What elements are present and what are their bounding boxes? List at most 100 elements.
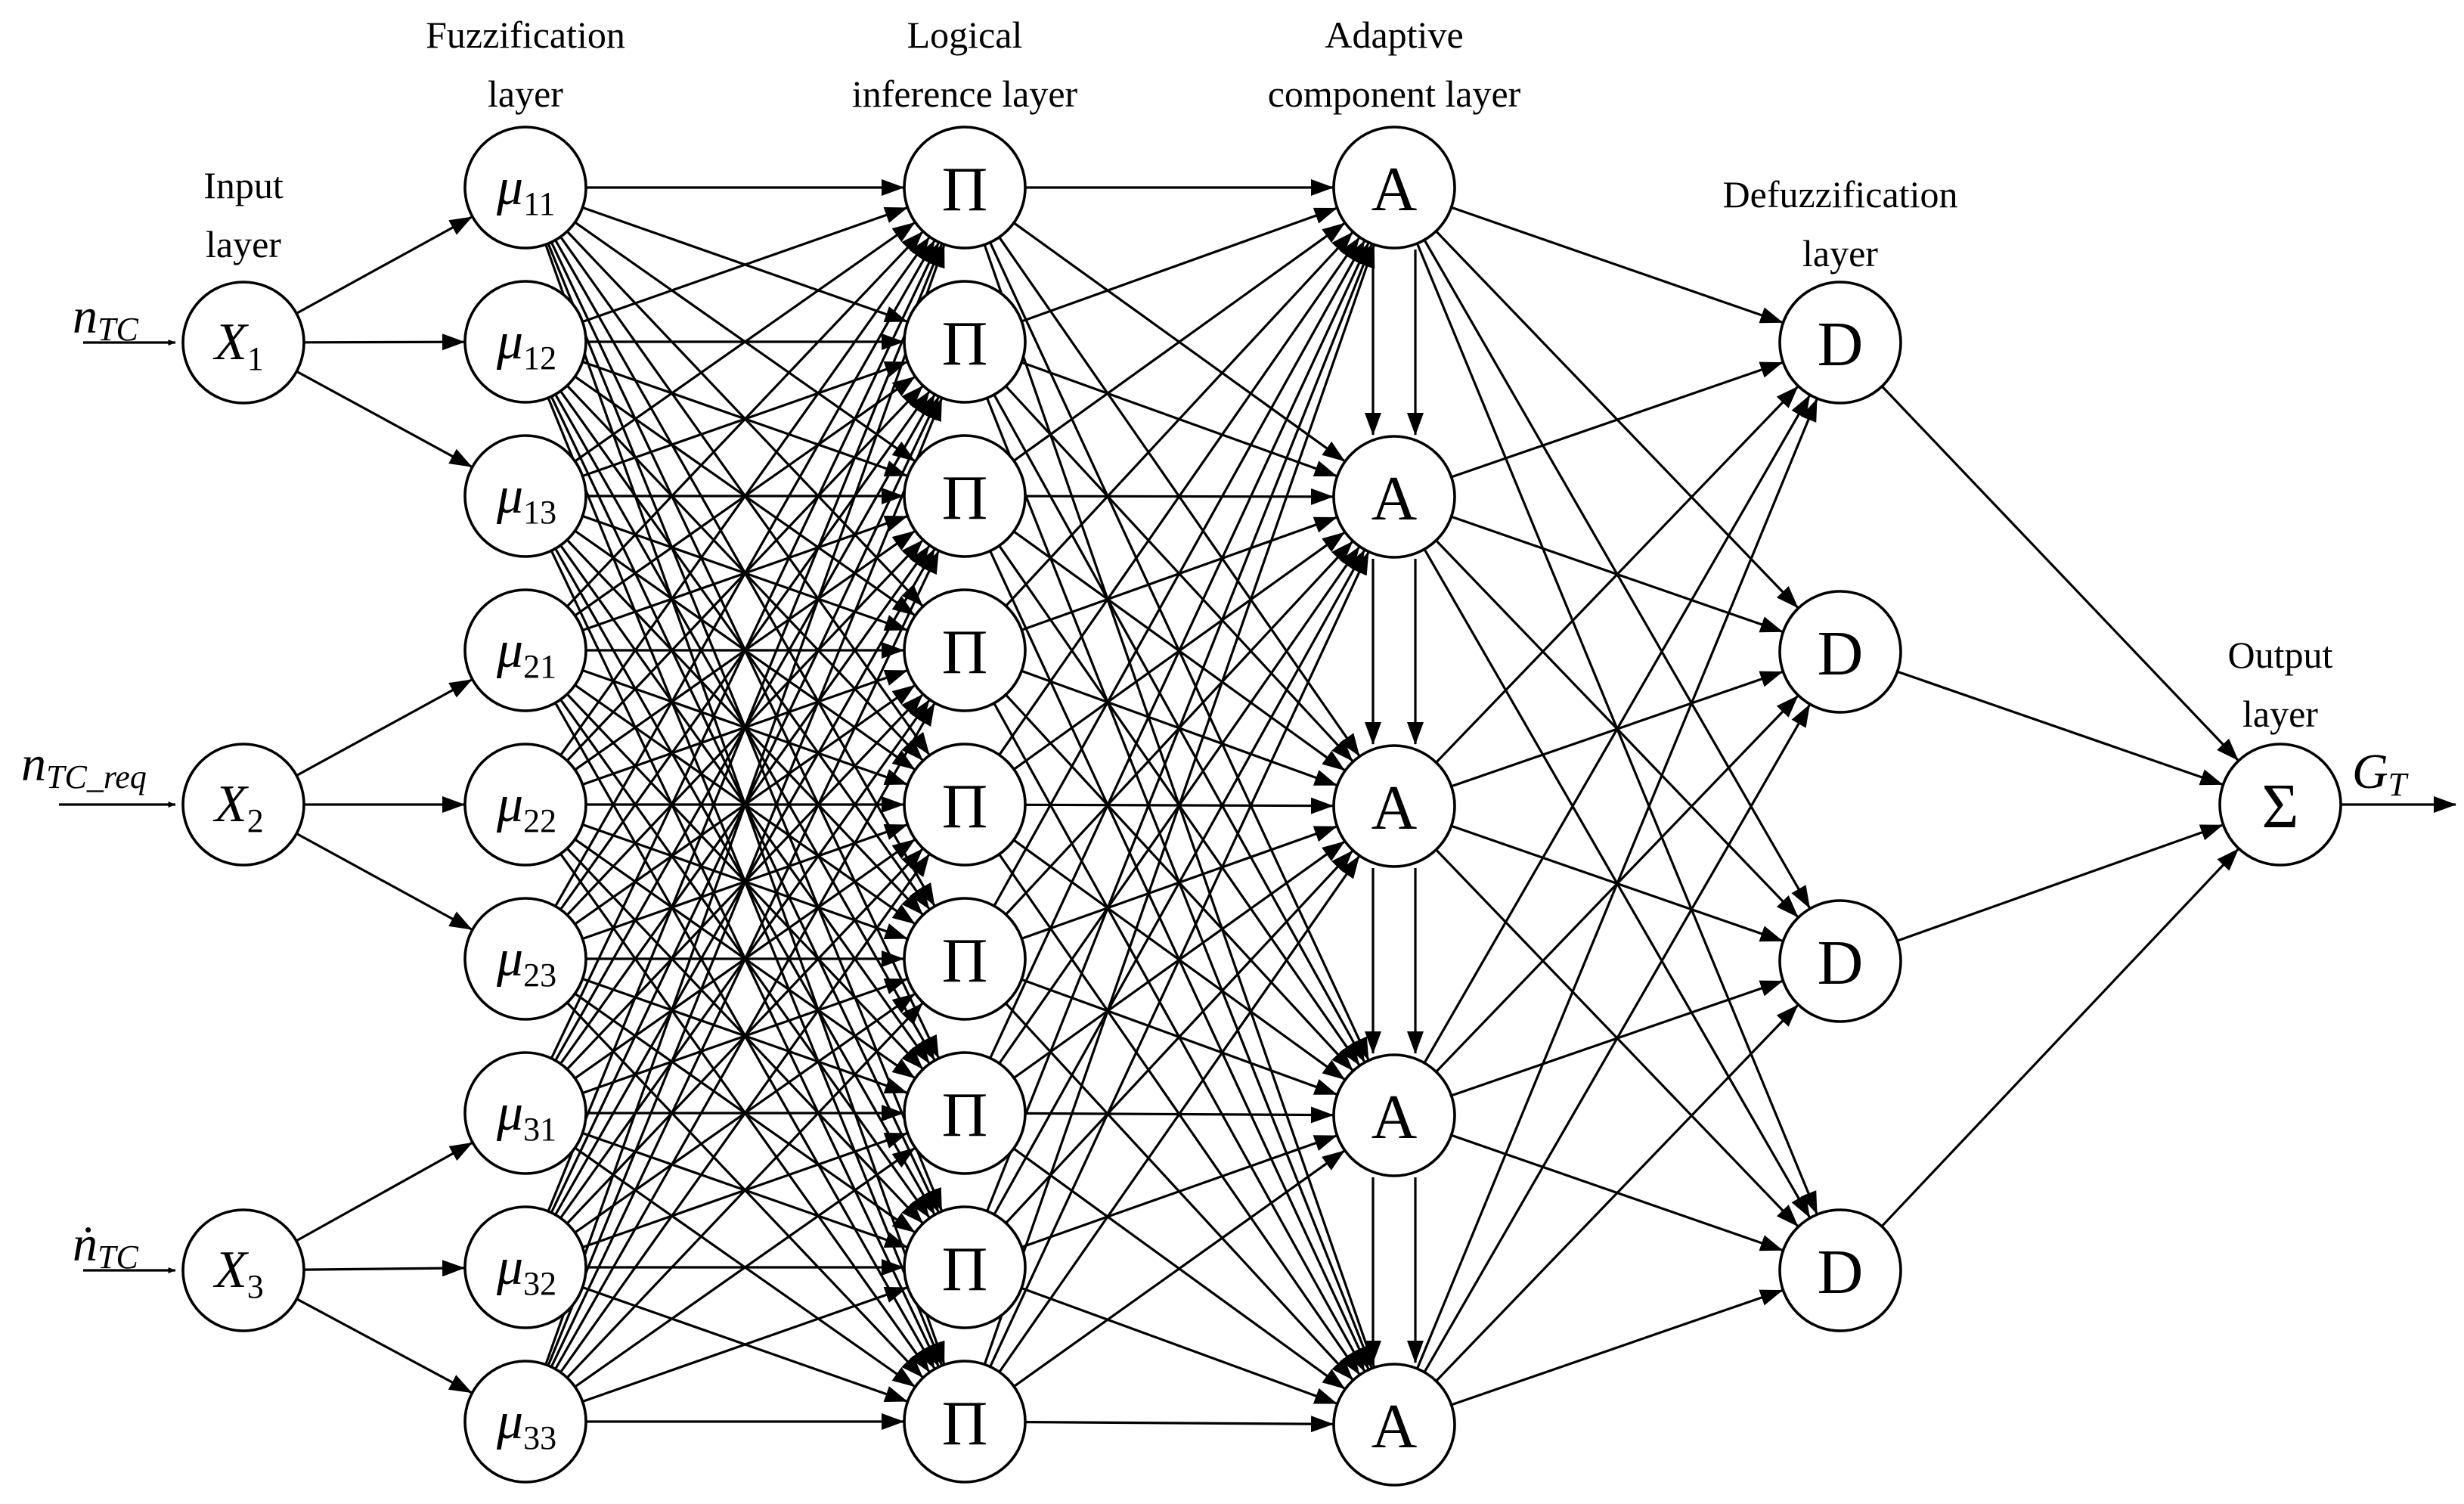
input-node: X3 (181, 1208, 305, 1332)
edge-defuzz-to-output (1897, 670, 2224, 786)
defuzzification-node: D (1778, 899, 1902, 1023)
edge-adapt-to-defuzz (1451, 1288, 1784, 1406)
node-circle (903, 897, 1027, 1021)
node-label: μ32 (496, 1238, 556, 1302)
edge-fuzz-to-infer (574, 222, 916, 463)
node-circle (1332, 1053, 1456, 1177)
edge-adapt-to-defuzz (1451, 361, 1784, 479)
edge-infer-to-adapt (993, 240, 1365, 907)
node-label: Π (942, 926, 988, 996)
edge-input-to-fuzz (296, 1142, 473, 1242)
node-circle (903, 1051, 1027, 1175)
fuzzification-node: μ33 (463, 1360, 587, 1484)
fuzzification-layer-title-line2: layer (488, 73, 563, 115)
node-circle (463, 280, 587, 404)
node-label: Π (942, 309, 988, 379)
input-signal-3: ṅTC (73, 1217, 138, 1276)
node-label: A (1371, 154, 1418, 225)
input-signal-1: nTC (73, 289, 138, 348)
edge-infer-to-adapt (989, 551, 1370, 1368)
node-circle (903, 434, 1027, 558)
edge-input-to-fuzz (296, 370, 473, 468)
layer-titles: Input layer Fuzzification layer Logical … (203, 14, 2332, 735)
node-circle (1778, 1208, 1902, 1332)
output-layer-title-line2: layer (2242, 693, 2318, 735)
node-label: μ23 (496, 929, 556, 994)
edge-fuzz-to-infer (550, 242, 940, 1059)
edge-fuzz-to-infer (559, 237, 931, 756)
nodes-group: X1X2X3μ11μ12μ13μ21μ22μ23μ31μ32μ33ΠΠΠΠΠΠΠ… (181, 126, 2342, 1487)
input-layer-title-line2: layer (206, 223, 281, 265)
fuzzification-node: μ13 (463, 434, 587, 558)
edge-input-to-fuzz (303, 333, 465, 351)
node-label: X1 (212, 313, 264, 377)
input-signals: nTC nTC_req ṅTC (21, 289, 176, 1276)
node-circle (903, 588, 1027, 712)
edge-fuzz-to-infer (544, 244, 946, 1366)
node-label: X2 (212, 775, 264, 839)
edge-input-to-fuzz (296, 832, 473, 931)
node-circle (1332, 435, 1456, 559)
edge-adapt-to-defuzz (1451, 206, 1784, 324)
node-circle (181, 743, 305, 867)
node-label: A (1371, 1391, 1418, 1462)
node-circle (463, 1360, 587, 1484)
edge-defuzz-to-output (1880, 848, 2239, 1227)
node-circle (181, 281, 305, 405)
inference-node: Π (903, 126, 1027, 250)
edge-defuzz-to-output (1881, 385, 2239, 761)
edge-infer-to-adapt (989, 242, 1370, 1059)
edge-input-to-fuzz (296, 1298, 473, 1394)
node-label: D (1818, 619, 1864, 689)
input-node: X2 (181, 743, 305, 867)
adaptive-node: A (1332, 435, 1456, 559)
inference-node: Π (903, 1360, 1027, 1484)
node-label: μ22 (496, 775, 556, 839)
inference-node: Π (903, 588, 1027, 712)
node-circle (903, 743, 1027, 867)
fuzzification-node: μ12 (463, 280, 587, 404)
adaptive-layer-title-line1: Adaptive (1325, 14, 1463, 56)
inference-layer-title-line1: Logical (907, 14, 1023, 56)
node-label: Π (942, 771, 988, 842)
node-label: Π (942, 1080, 988, 1150)
connections-group (296, 179, 2239, 1433)
node-circle (1778, 281, 1902, 405)
node-label: Σ (2262, 771, 2299, 842)
node-label: D (1818, 1237, 1864, 1307)
edge-adapt-to-defuzz (1435, 1004, 1799, 1382)
node-label: μ12 (496, 312, 556, 377)
edge-infer-to-adapt (1013, 1149, 1345, 1388)
fuzzification-node: μ32 (463, 1205, 587, 1329)
node-label: Π (942, 1234, 988, 1304)
node-label: A (1371, 464, 1418, 534)
edge-infer-to-adapt (993, 549, 1365, 1215)
output-signal-label: GT (2352, 744, 2410, 803)
node-label: A (1371, 773, 1418, 843)
node-circle (463, 743, 587, 867)
node-circle (181, 1208, 305, 1332)
edge-infer-to-adapt (1013, 222, 1346, 462)
inference-node: Π (903, 743, 1027, 867)
node-label: Π (942, 154, 988, 225)
edge-infer-to-adapt (1021, 206, 1337, 323)
node-circle (1778, 590, 1902, 714)
edge-infer-to-adapt (998, 237, 1361, 756)
node-label: X3 (212, 1241, 264, 1305)
fuzzification-node: μ23 (463, 897, 587, 1021)
edge-infer-to-adapt (986, 243, 1373, 1212)
node-circle (463, 1205, 587, 1329)
node-circle (903, 280, 1027, 404)
node-label: μ21 (496, 621, 556, 685)
edge-fuzz-to-infer (547, 243, 943, 1212)
node-circle (463, 126, 587, 250)
adaptive-node: A (1332, 1363, 1456, 1487)
fuzzification-layer-title-line1: Fuzzification (426, 14, 625, 56)
input-signal-2: nTC_req (21, 736, 147, 795)
edge-infer-to-adapt (1005, 850, 1353, 1224)
fuzzification-node: μ21 (463, 588, 587, 712)
edge-adapt-to-defuzz (1416, 398, 1818, 1369)
edge-fuzz-to-infer (559, 854, 931, 1373)
adaptive-node: A (1332, 744, 1456, 868)
input-node: X1 (181, 281, 305, 405)
